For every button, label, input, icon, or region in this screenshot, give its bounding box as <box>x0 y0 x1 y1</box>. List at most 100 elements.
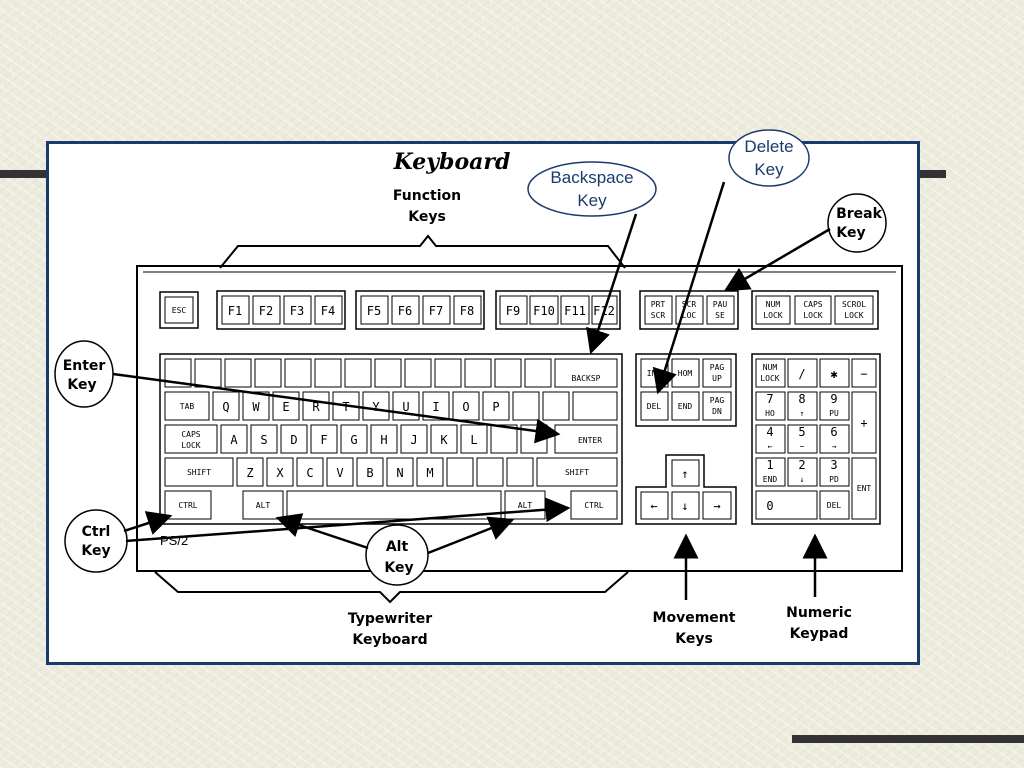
key-s: S <box>260 433 267 447</box>
indicator-num-line1: NUM <box>766 300 781 309</box>
key-right-arrow-icon: → <box>713 499 720 513</box>
key-num1-alt: END <box>763 475 778 484</box>
key-up-arrow-icon: ↑ <box>681 467 688 481</box>
key-prt-line2: SCR <box>651 311 666 320</box>
key-l: L <box>470 433 477 447</box>
key-num2-alt: ↓ <box>800 475 805 484</box>
indicator-caps-line2: LOCK <box>803 311 822 320</box>
key-f11: F11 <box>564 304 586 318</box>
numeric-keypad-label-line1: Numeric <box>786 605 852 621</box>
key-d: D <box>290 433 297 447</box>
key-caps-line1: CAPS <box>181 430 200 439</box>
key-f9: F9 <box>506 304 520 318</box>
keyboard-outline <box>136 265 903 572</box>
key-y: Y <box>372 400 380 414</box>
delete-callout-line2: Key <box>754 160 784 179</box>
key-home: HOM <box>678 369 693 378</box>
key-pgup-line2: UP <box>712 374 722 383</box>
key-num1: 1 <box>766 458 773 472</box>
key-c: C <box>306 466 313 480</box>
key-left-arrow-icon: ← <box>650 499 657 513</box>
key-p: P <box>492 400 499 414</box>
typewriter-brace <box>154 571 629 604</box>
function-row: ESC F1 F2 F3 F4 F5 F6 F7 F8 F9 F10 F11 F… <box>159 290 621 330</box>
typewriter-label-line1: Typewriter <box>348 611 432 627</box>
key-num3-alt: PD <box>829 475 839 484</box>
key-num7-alt: HO <box>765 409 775 418</box>
key-num0: 0 <box>766 499 773 513</box>
key-num7: 7 <box>766 392 773 406</box>
key-f8: F8 <box>460 304 474 318</box>
key-f6: F6 <box>398 304 412 318</box>
backspace-callout-line2: Key <box>577 191 607 210</box>
key-shift-left: SHIFT <box>187 468 211 477</box>
function-keys-brace <box>219 234 626 269</box>
key-k: K <box>440 433 448 447</box>
key-del: DEL <box>647 402 662 411</box>
key-z: Z <box>246 466 253 480</box>
key-e: E <box>282 400 289 414</box>
ctrl-callout-bubble <box>64 509 128 573</box>
key-end: END <box>678 402 693 411</box>
indicator-num-line2: LOCK <box>763 311 782 320</box>
key-tab: TAB <box>180 402 195 411</box>
key-num9-alt: PU <box>829 409 839 418</box>
key-q: Q <box>222 400 229 414</box>
key-n: N <box>396 466 403 480</box>
alt-arrow-left <box>275 513 369 550</box>
key-scr-line1: SCR <box>682 300 697 309</box>
key-num6: 6 <box>830 425 837 439</box>
key-f: F <box>320 433 327 447</box>
indicator-caps-line1: CAPS <box>803 300 822 309</box>
key-f5: F5 <box>367 304 381 318</box>
key-caps-line2: LOCK <box>181 441 200 450</box>
movement-keys-label-line2: Keys <box>675 631 713 647</box>
typewriter-label-line2: Keyboard <box>352 632 427 648</box>
key-numlock-line1: NUM <box>763 363 778 372</box>
key-spacebar <box>286 490 502 520</box>
break-arrow <box>723 227 831 292</box>
decorative-bar-left <box>0 170 50 178</box>
key-a: A <box>230 433 238 447</box>
key-prt-line1: PRT <box>651 300 666 309</box>
key-enter: ENTER <box>578 436 602 445</box>
key-ins: INS <box>647 369 662 378</box>
key-alt-left: ALT <box>256 501 271 510</box>
backspace-callout-line1: Backspace <box>550 168 633 187</box>
key-f2: F2 <box>259 304 273 318</box>
key-f1: F1 <box>228 304 242 318</box>
key-u: U <box>402 400 409 414</box>
decorative-bar-bottom <box>792 735 1024 743</box>
alt-callout-bubble <box>365 524 429 586</box>
break-callout-line2: Key <box>836 225 865 241</box>
key-numlock-line2: LOCK <box>760 374 779 383</box>
numeric-keypad-label-line2: Keypad <box>790 626 849 642</box>
key-j: J <box>410 433 417 447</box>
movement-keys-label-line1: Movement <box>653 610 736 626</box>
alt-callout-line2: Key <box>384 560 413 576</box>
enter-callout-line1: Enter <box>63 358 106 374</box>
alt-callout-line1: Alt <box>386 539 409 555</box>
key-f4: F4 <box>321 304 335 318</box>
key-m: M <box>426 466 433 480</box>
key-num4: 4 <box>766 425 773 439</box>
ctrl-callout-line1: Ctrl <box>82 524 111 540</box>
model-label: PS/2 <box>160 533 188 548</box>
key-down-arrow-icon: ↓ <box>681 499 688 513</box>
delete-callout-bubble <box>728 129 810 187</box>
key-num-enter: ENT <box>857 484 872 493</box>
key-num3: 3 <box>830 458 837 472</box>
decorative-bar-right <box>916 170 946 178</box>
key-num4-alt: ← <box>768 442 773 451</box>
key-num-plus: + <box>860 416 867 430</box>
key-num2: 2 <box>798 458 805 472</box>
key-i: I <box>432 400 439 414</box>
delete-callout-line1: Delete <box>744 137 793 156</box>
key-shift-right: SHIFT <box>565 468 589 477</box>
key-r: R <box>312 400 320 414</box>
key-pgdn-line1: PAG <box>710 396 725 405</box>
break-callout-bubble <box>827 193 887 253</box>
backspace-arrow <box>586 213 638 355</box>
key-num-del: DEL <box>827 501 842 510</box>
